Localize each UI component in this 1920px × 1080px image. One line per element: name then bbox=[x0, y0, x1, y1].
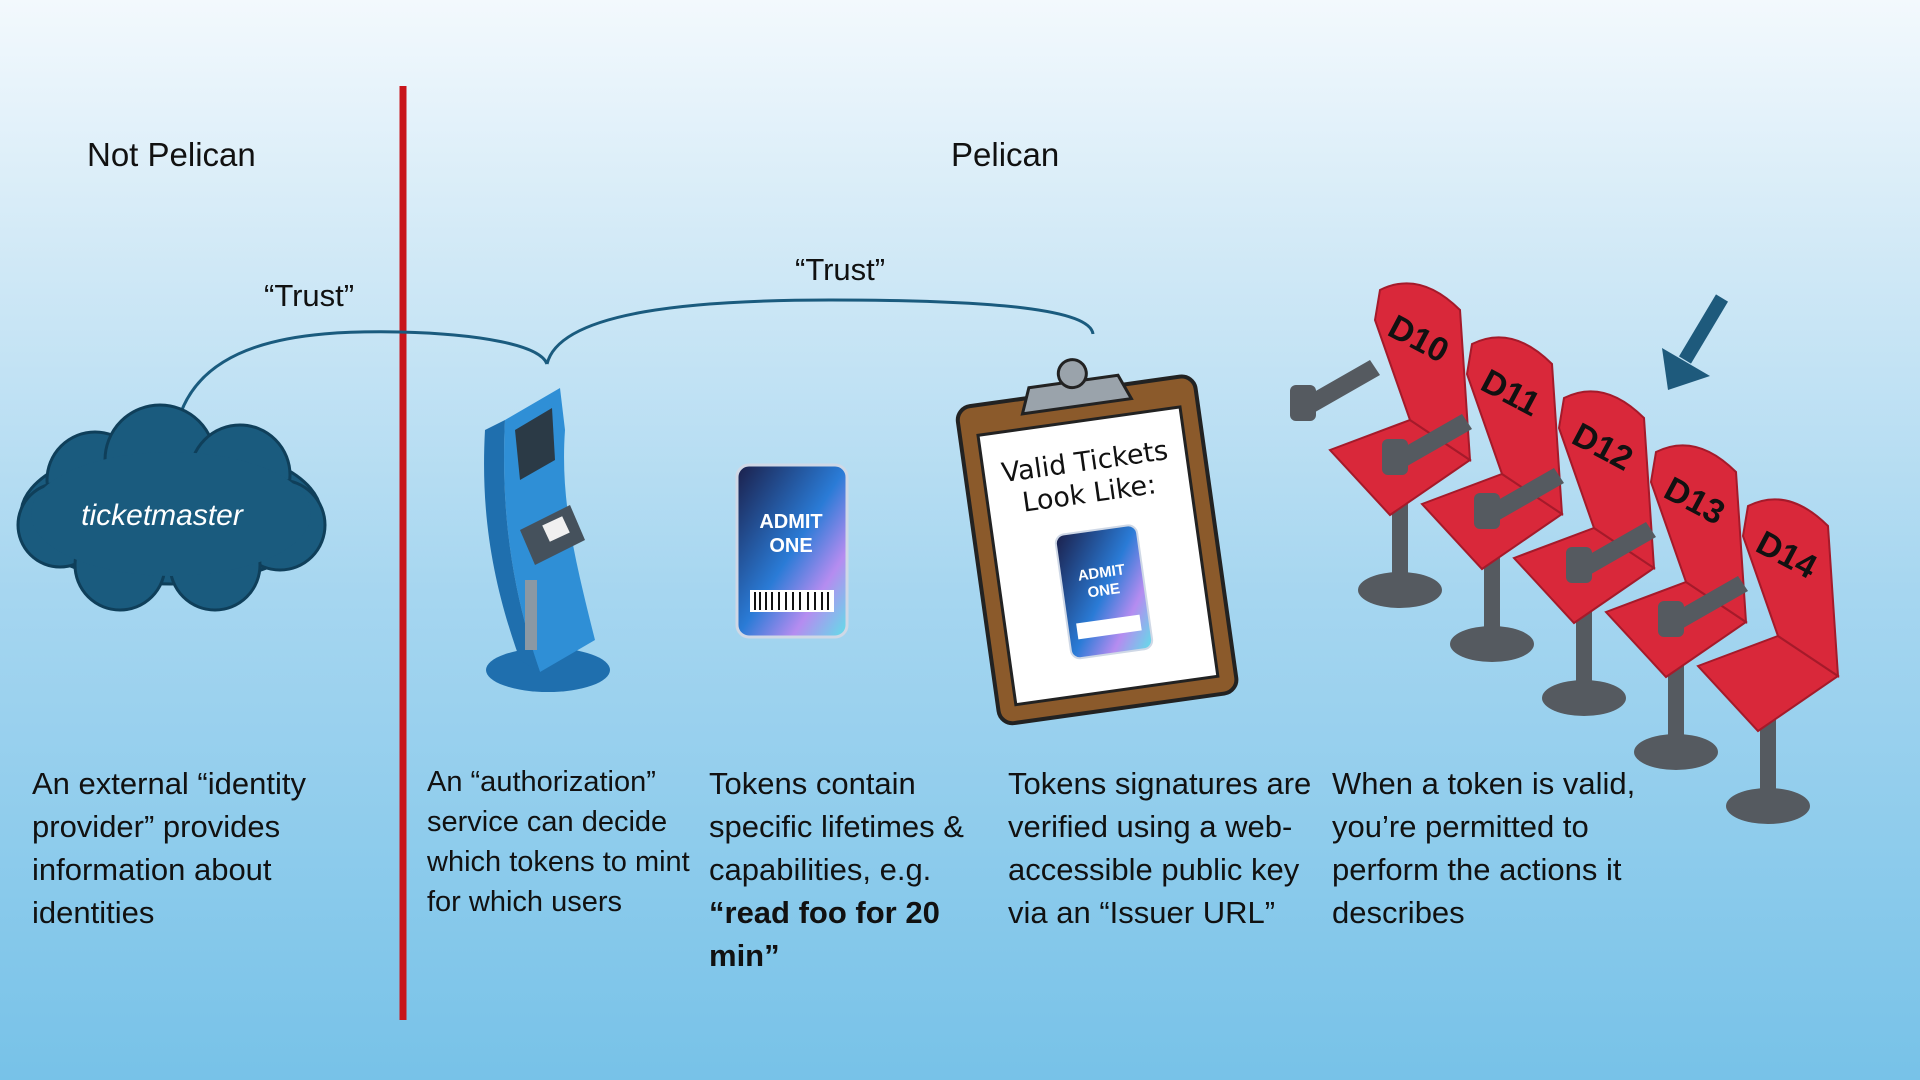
header-not-pelican: Not Pelican bbox=[87, 136, 256, 173]
clipboard-ticket-text-2: ONE bbox=[1087, 580, 1122, 601]
clipboard-ticket-text-1: ADMIT bbox=[1077, 561, 1126, 584]
description-identity-provider: An external “identity provider” provides… bbox=[32, 766, 306, 930]
description-tokens-example: “read foo for 20 min” bbox=[709, 895, 940, 973]
seat-d10: D10 bbox=[1290, 282, 1472, 608]
header-pelican: Pelican bbox=[951, 136, 1060, 173]
ticket-icon: ADMIT ONE bbox=[735, 463, 849, 639]
arrow-down-icon bbox=[1662, 294, 1729, 390]
kiosk-icon bbox=[484, 388, 610, 692]
trust-arc-right bbox=[545, 298, 1095, 365]
seat-d14: D14 bbox=[1658, 498, 1840, 824]
description-signatures: Tokens signatures are verified using a w… bbox=[1008, 766, 1312, 930]
description-permission: When a token is valid, you’re permitted … bbox=[1332, 766, 1636, 930]
description-tokens: Tokens contain specific lifetimes & capa… bbox=[709, 762, 994, 977]
ticket-text-1: ADMIT bbox=[759, 511, 822, 533]
trust-label-left: “Trust” bbox=[264, 278, 355, 313]
description-tokens-text: Tokens contain specific lifetimes & capa… bbox=[709, 766, 964, 887]
ticket-text-2: ONE bbox=[769, 535, 812, 557]
description-authorization: An “authorization” service can decide wh… bbox=[427, 766, 690, 918]
cloud-icon bbox=[16, 403, 327, 612]
clipboard-icon: Valid Tickets Look Like: ADMIT ONE bbox=[955, 358, 1239, 726]
cloud-label: ticketmaster bbox=[81, 499, 244, 532]
trust-label-right: “Trust” bbox=[795, 252, 886, 287]
trust-arc-left bbox=[173, 330, 549, 436]
